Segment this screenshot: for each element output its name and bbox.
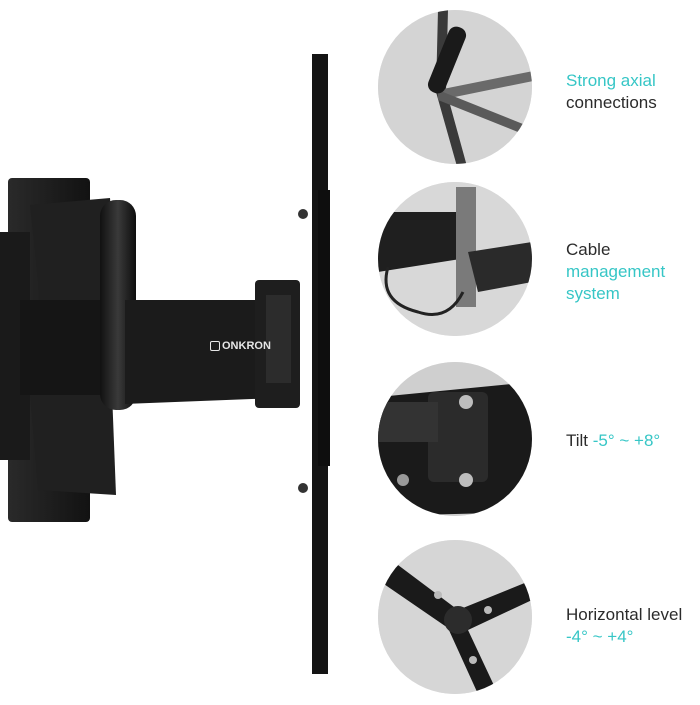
caption-tilt-label: Tilt: [566, 431, 589, 450]
logo-text: ONKRON: [222, 340, 271, 352]
caption-horizontal-label: Horizontal level: [566, 605, 683, 624]
onkron-logo: ONKRON: [210, 340, 271, 352]
caption-tilt-value: -5° ~ +8°: [592, 431, 661, 450]
caption-cable-line2: management: [566, 262, 666, 281]
caption-axial-line2: connections: [566, 93, 657, 112]
detail-horizontal-level: [378, 540, 532, 694]
caption-axial-connections: Strong axial connections: [566, 70, 657, 114]
tv-wall-mount-image: ONKRON: [0, 54, 330, 674]
detail-tilt: [378, 362, 532, 516]
detail-axial-connections: [378, 10, 532, 164]
caption-horizontal-value: -4° ~ +4°: [566, 627, 634, 646]
detail-cable-management: [378, 182, 532, 336]
logo-icon: [210, 341, 220, 351]
caption-cable-management: Cable management system: [566, 239, 665, 305]
caption-axial-line1: Strong axial: [566, 71, 656, 90]
caption-cable-line3: system: [566, 284, 620, 303]
caption-tilt: Tilt -5° ~ +8°: [566, 430, 660, 452]
wall-mount-illustration: [0, 54, 330, 674]
extension-arm: [125, 300, 278, 404]
lower-hinge: [30, 392, 116, 495]
caption-cable-line1: Cable: [566, 240, 611, 259]
caption-horizontal-level: Horizontal level -4° ~ +4°: [566, 604, 682, 648]
upper-hinge: [30, 198, 118, 300]
